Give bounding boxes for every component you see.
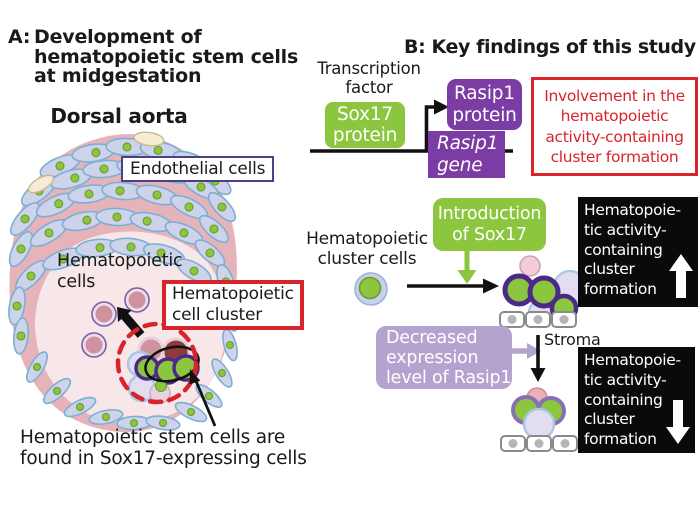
rasip1-protein-box: Rasip1 protein — [447, 79, 522, 130]
transcription-arrow — [424, 99, 449, 151]
stroma-label: Stroma — [544, 330, 601, 349]
stroma-arrow — [530, 335, 546, 382]
outcome-down-text: Hematopoie- tic activity- containing clu… — [584, 351, 681, 449]
findings-box: Involvement in the hematopoietic activit… — [531, 77, 698, 176]
panel-a-prefix: A: — [8, 26, 31, 48]
up-arrow-icon — [669, 254, 693, 298]
sox17-protein-box: Sox17 protein — [325, 102, 405, 148]
dorsal-aorta-label: Dorsal aorta — [50, 104, 188, 128]
sox17-arrow — [457, 251, 477, 284]
pointer-arrow — [189, 369, 217, 427]
transcription-factor-label: Transcription factor — [317, 59, 421, 98]
panel-b-title: B: Key findings of this study — [404, 36, 696, 58]
hematopoietic-cells — [81, 287, 150, 358]
introduction-of-sox17-box: Introduction of Sox17 — [433, 198, 546, 251]
panel-a-title-text: Development of hematopoietic stem cells … — [34, 26, 299, 87]
endothelial-cells-label: Endothelial cells — [121, 156, 275, 182]
cluster-cells-label: Hematopoietic cluster cells — [306, 229, 428, 270]
decreased-rasip1-box: Decreased expression level of Rasip1 — [376, 326, 512, 389]
panel-a-title: A: Development of hematopoietic stem cel… — [8, 26, 299, 87]
outcome-up-text: Hematopoie- tic activity- containing clu… — [584, 201, 681, 299]
hematopoietic-cell — [81, 332, 107, 358]
stroma-row-upper — [499, 311, 577, 328]
outcome-down-box: Hematopoie- tic activity- containing clu… — [578, 347, 695, 453]
hematopoietic-cell — [124, 287, 150, 313]
stroma-row-lower — [500, 435, 578, 452]
hematopoietic-cell — [91, 301, 117, 327]
panel-a-caption: Hematopoietic stem cells are found in So… — [20, 427, 307, 470]
rasip1-decrease-arrow — [512, 343, 541, 359]
down-arrow-icon — [666, 400, 690, 444]
cluster-dashed-circle — [115, 321, 199, 405]
cream-accent-cells — [27, 131, 165, 194]
stem-cell-highlight-ellipse — [144, 345, 200, 383]
cell-cluster-label: Hematopoietic cell cluster — [162, 280, 304, 331]
lower-cell-cluster — [511, 387, 566, 441]
culture-arrow — [407, 278, 499, 294]
rasip1-gene-box: Rasip1 gene — [428, 131, 505, 178]
single-cluster-cell — [354, 272, 388, 306]
hematopoietic-cells-label: Hematopoietic cells — [57, 251, 183, 292]
outcome-up-box: Hematopoie- tic activity- containing clu… — [578, 197, 698, 307]
dorsal-aorta-illustration — [8, 131, 240, 433]
